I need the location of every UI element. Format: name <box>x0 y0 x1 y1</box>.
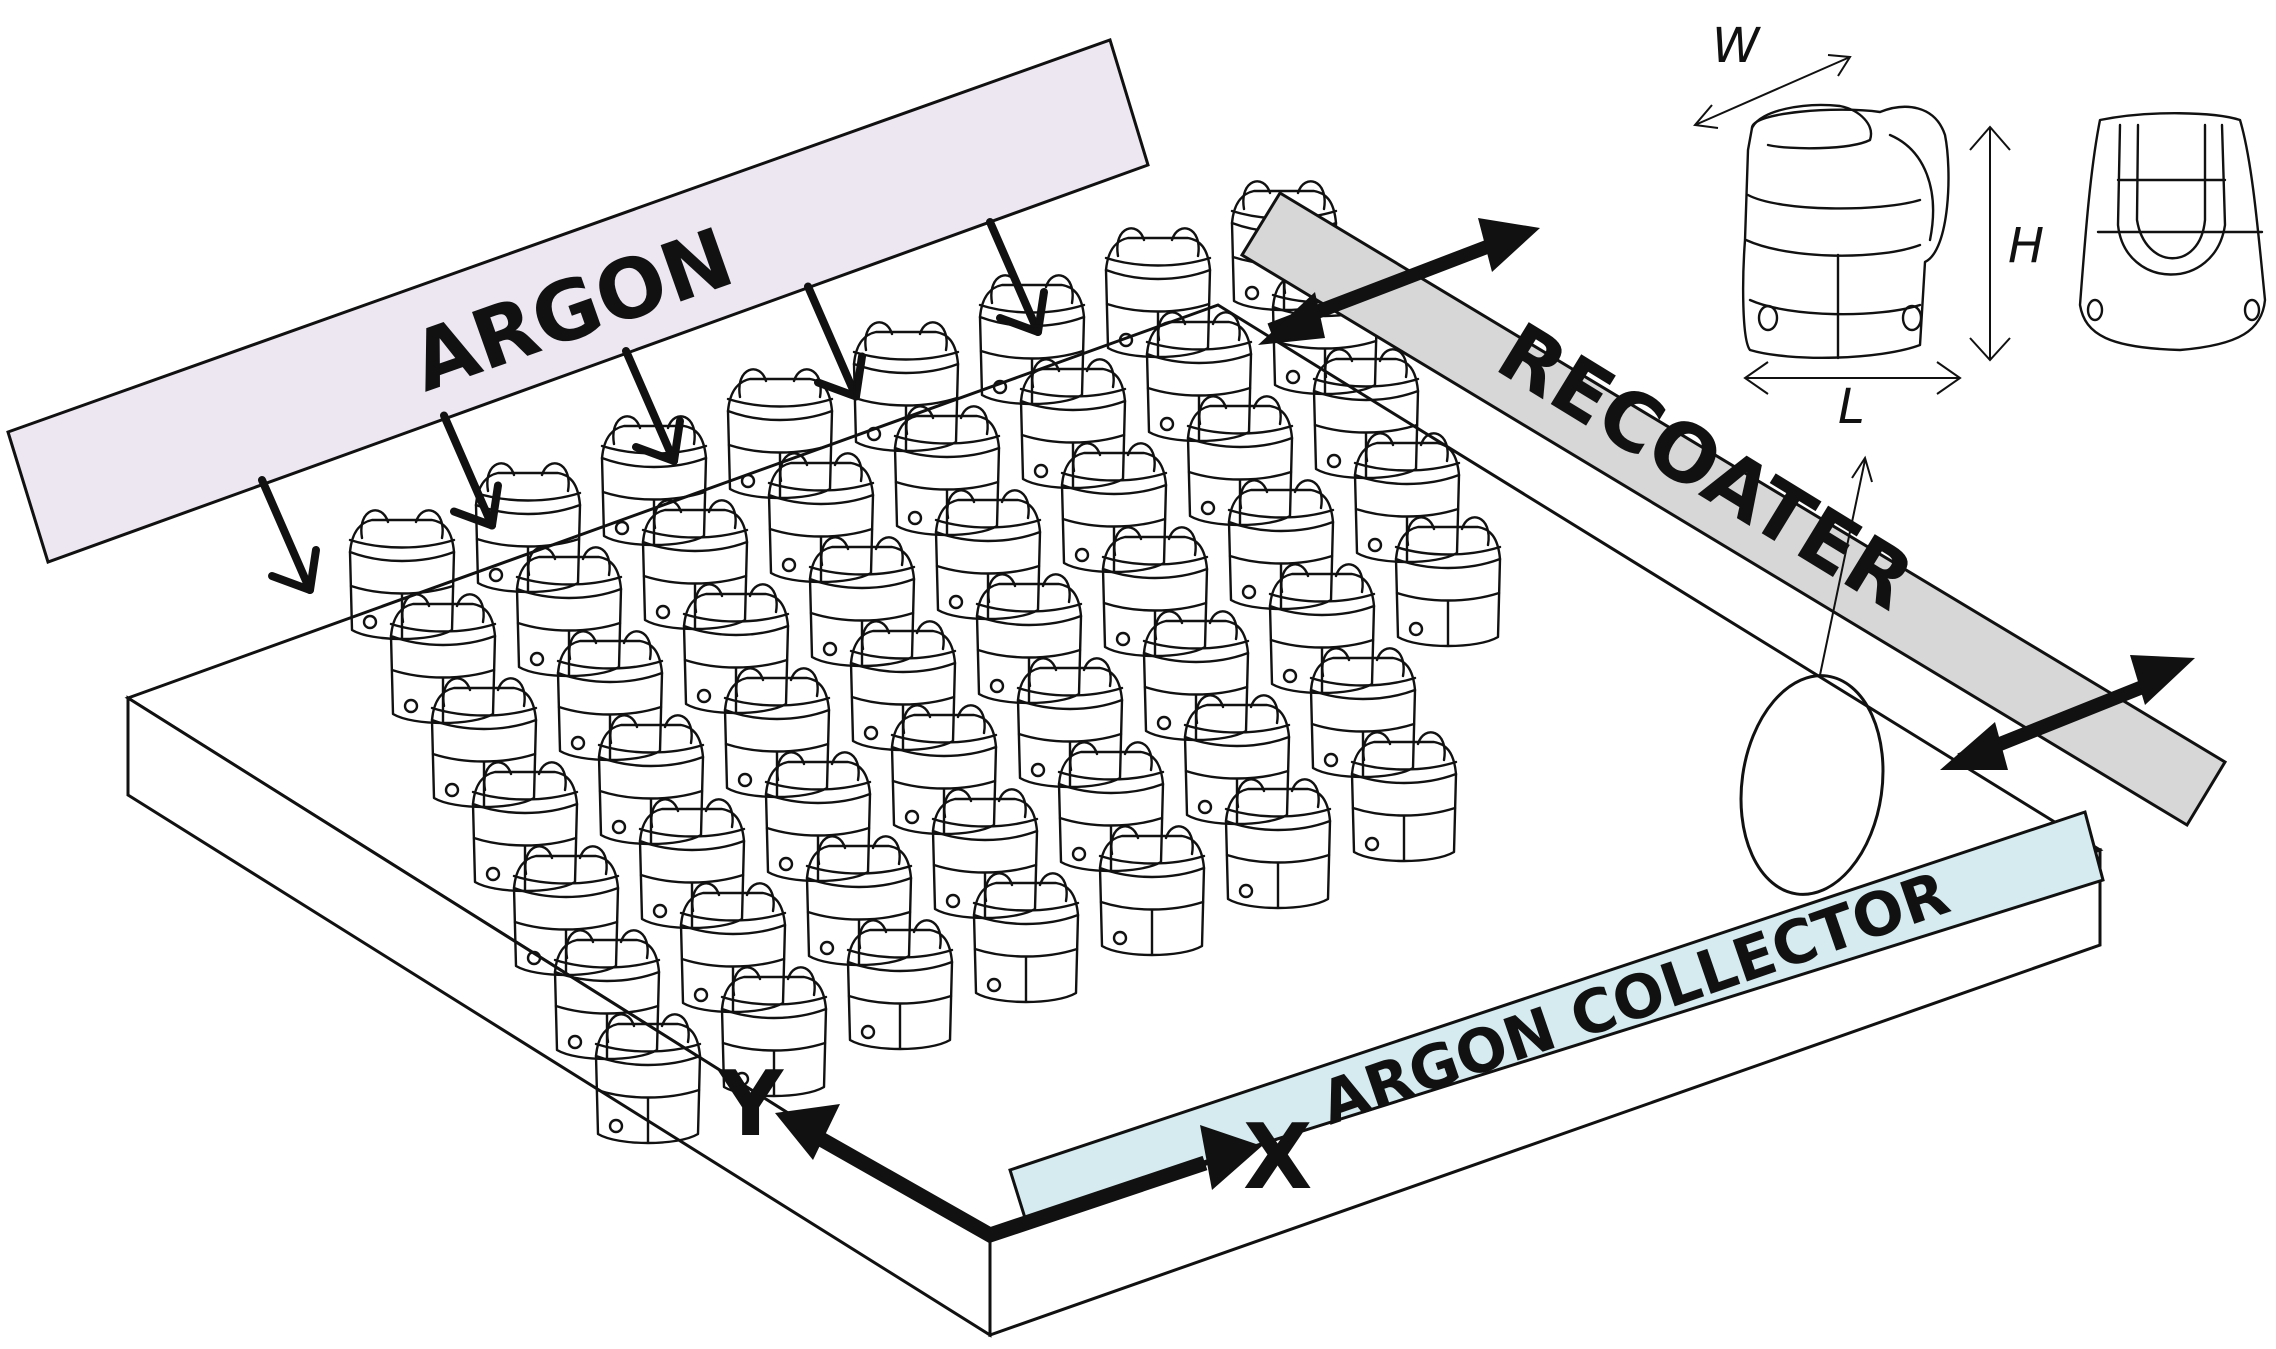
part-iso-band-1 <box>1746 193 1922 210</box>
part-iso-handle <box>1888 133 1935 242</box>
part-iso-hole-left <box>1757 304 1779 332</box>
part-row-5-col-2 <box>893 405 1001 537</box>
part-row-4-col-7 <box>972 872 1080 1004</box>
part-row-2-col-4 <box>597 714 705 846</box>
dimension-h: H <box>1969 125 2044 362</box>
recoater-bar <box>1239 190 2228 828</box>
part-row-3-col-6 <box>805 835 913 967</box>
part-row-2-col-6 <box>679 882 787 1014</box>
part-row-3-col-7 <box>846 919 954 1051</box>
part-row-5-col-4 <box>975 573 1083 705</box>
argon-arrow-icon <box>258 476 320 594</box>
part-row-3-col-3 <box>682 583 790 715</box>
part-row-7-col-4 <box>1227 479 1335 611</box>
dimension-l-label: L <box>1838 379 1865 435</box>
part-row-4-col-1 <box>726 368 834 500</box>
part-row-2-col-3 <box>556 630 664 762</box>
parts-grid <box>348 180 1502 1145</box>
detail-leader-line <box>1819 459 1866 676</box>
build-plate-top <box>124 303 2104 1242</box>
part-row-1-col-5 <box>512 845 620 977</box>
coordinate-axes: Y X <box>717 1052 1312 1244</box>
part-row-4-col-6 <box>931 788 1039 920</box>
detail-leader-arrowhead-icon <box>1851 455 1873 483</box>
part-row-6-col-1 <box>978 274 1086 406</box>
part-row-1-col-7 <box>594 1013 702 1145</box>
part-row-1-col-6 <box>553 929 661 1061</box>
part-iso-body <box>1741 105 1950 359</box>
part-row-4-col-3 <box>808 536 916 668</box>
part-row-5-col-7 <box>1098 825 1206 957</box>
part-front-hole-right <box>2243 298 2261 322</box>
part-front-inner-u-2 <box>2135 123 2207 260</box>
part-row-4-col-5 <box>890 704 998 836</box>
part-row-2-col-7 <box>720 966 828 1098</box>
axis-x-label: X <box>1243 1105 1312 1210</box>
part-row-2-col-1 <box>474 462 582 594</box>
part-row-4-col-2 <box>767 452 875 584</box>
part-row-4-col-4 <box>849 620 957 752</box>
part-row-6-col-3 <box>1060 442 1168 574</box>
part-front-inner-u <box>2116 123 2227 276</box>
part-iso-band-2 <box>1744 238 1922 257</box>
part-row-7-col-7 <box>1350 731 1458 863</box>
part-row-6-col-2 <box>1019 358 1127 490</box>
part-front-body <box>2078 112 2267 352</box>
argon-bar <box>6 38 1150 564</box>
part-row-8-col-5 <box>1394 516 1502 648</box>
dimension-h-label: H <box>2008 218 2044 274</box>
part-front-hole-left <box>2086 298 2104 322</box>
part-row-5-col-5 <box>1016 657 1124 789</box>
recoater-motion-arrow-icon <box>1258 218 1540 345</box>
recoater-motion-arrow-icon <box>1940 655 2195 770</box>
argon-arrow-icon <box>622 347 684 465</box>
axis-arrow-icon <box>801 1123 1208 1244</box>
part-detail-front <box>2078 112 2267 352</box>
axis-y-arrowhead-icon <box>775 1104 840 1160</box>
part-row-6-col-7 <box>1224 778 1332 910</box>
part-row-2-col-2 <box>515 546 623 678</box>
part-row-6-col-4 <box>1101 526 1209 658</box>
highlight-ellipse <box>1739 674 1885 896</box>
part-row-1-col-3 <box>430 677 538 809</box>
part-row-7-col-5 <box>1268 563 1376 695</box>
axis-y-label: Y <box>717 1052 785 1157</box>
part-row-6-col-5 <box>1142 610 1250 742</box>
part-row-5-col-3 <box>934 489 1042 621</box>
highlighted-part <box>1739 455 1885 896</box>
part-row-1-col-1 <box>348 509 456 641</box>
dimension-l: L <box>1743 361 1962 435</box>
dimension-w: W <box>1693 18 1852 129</box>
part-iso-hole-right <box>1901 304 1923 332</box>
part-row-8-col-4 <box>1353 432 1461 564</box>
axis-x-arrowhead-icon <box>1200 1125 1262 1190</box>
argon-collector-bar <box>1008 810 2105 1220</box>
part-row-7-col-1 <box>1104 227 1212 359</box>
part-row-7-col-6 <box>1309 647 1417 779</box>
part-iso-rim <box>1750 103 1873 150</box>
part-detail-iso: W H L <box>1693 18 2044 435</box>
part-row-5-col-1 <box>852 321 960 453</box>
dimension-w-label: W <box>1712 18 1761 74</box>
part-row-1-col-2 <box>389 593 497 725</box>
part-row-3-col-4 <box>723 667 831 799</box>
